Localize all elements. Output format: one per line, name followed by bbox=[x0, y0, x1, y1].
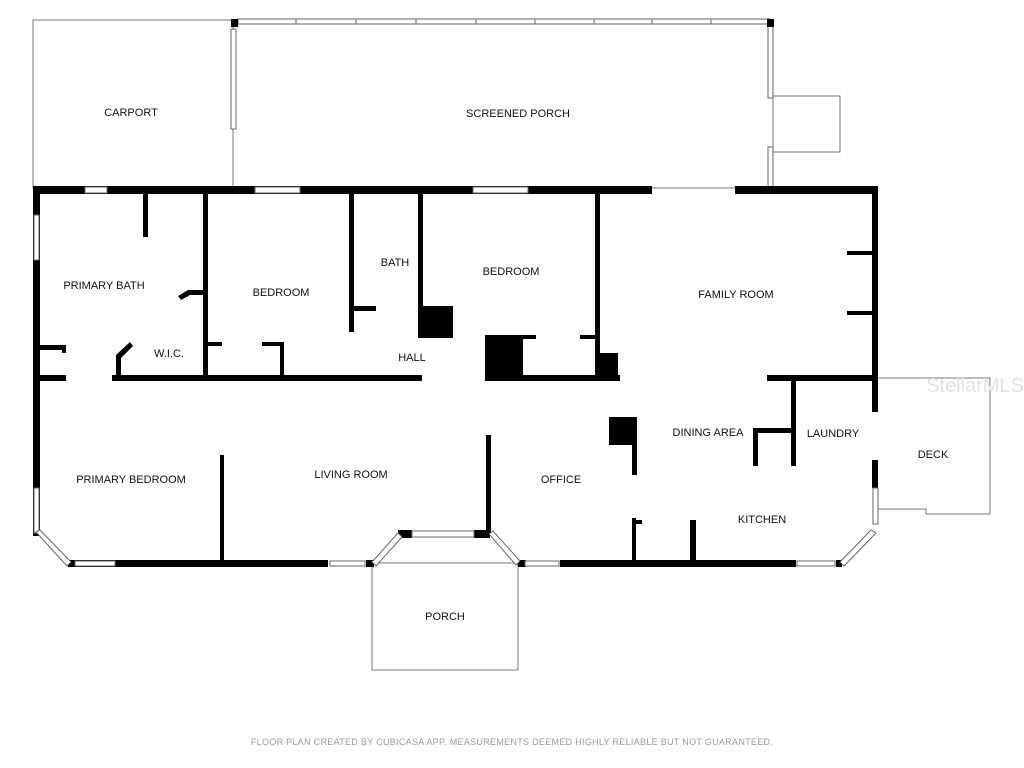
room-label-screened-porch: SCREENED PORCH bbox=[466, 108, 570, 120]
room-label-bedroom: BEDROOM bbox=[253, 287, 310, 299]
room-label-wic: W.I.C. bbox=[154, 348, 184, 360]
room-label-kitchen: KITCHEN bbox=[738, 514, 786, 526]
walls bbox=[33, 186, 878, 567]
room-label-bath: BATH bbox=[381, 257, 410, 269]
room-label-office: OFFICE bbox=[541, 474, 581, 486]
room-label-hall: HALL bbox=[398, 352, 426, 364]
room-label-porch: PORCH bbox=[425, 611, 465, 623]
room-label-living-room: LIVING ROOM bbox=[314, 469, 387, 481]
porch-screens bbox=[230, 18, 774, 188]
room-labels: CARPORT SCREENED PORCH PRIMARY BATH W.I.… bbox=[63, 107, 949, 623]
room-label-bedroom-2: BEDROOM bbox=[483, 266, 540, 278]
room-label-primary-bedroom: PRIMARY BEDROOM bbox=[76, 474, 186, 486]
footer-disclaimer: FLOOR PLAN CREATED BY CUBICASA APP. MEAS… bbox=[251, 737, 773, 747]
room-label-primary-bath: PRIMARY BATH bbox=[63, 280, 144, 292]
windows bbox=[33, 186, 879, 567]
room-label-laundry: LAUNDRY bbox=[807, 428, 860, 440]
room-label-dining-area: DINING AREA bbox=[673, 427, 745, 439]
room-label-deck: DECK bbox=[918, 449, 949, 461]
watermark: StellarMLS bbox=[926, 375, 1024, 397]
room-label-carport: CARPORT bbox=[104, 107, 158, 119]
room-label-family-room: FAMILY ROOM bbox=[698, 289, 773, 301]
